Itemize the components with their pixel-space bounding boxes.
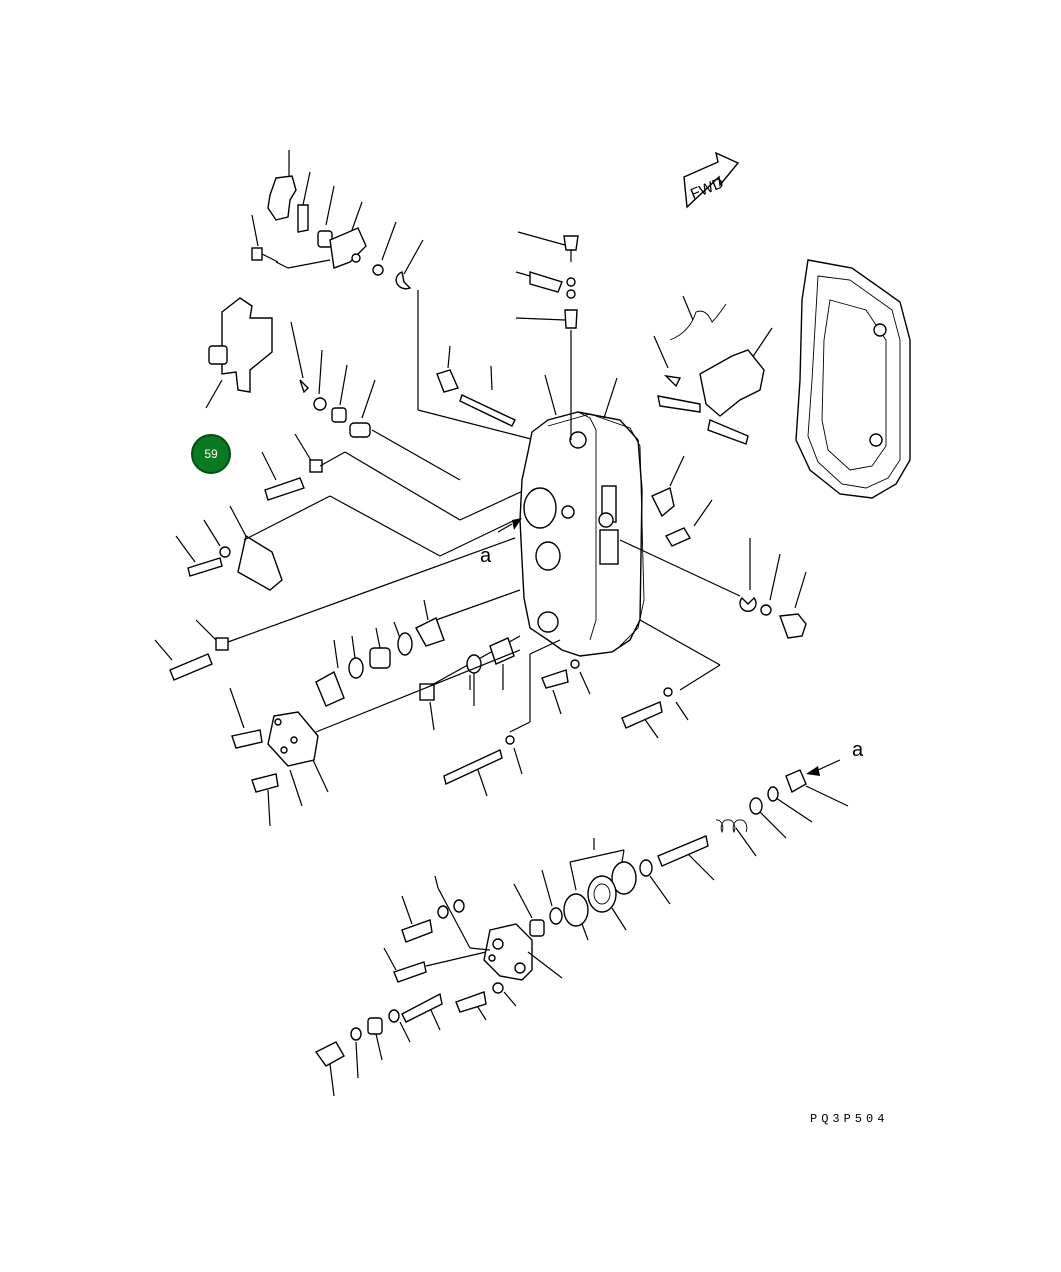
top-bolts-stack: [515, 231, 579, 440]
ref-arrow-left: a: [480, 518, 522, 567]
fwd-arrow-sign: FWD: [683, 151, 740, 209]
diaphragm-group: [513, 838, 637, 941]
right-small-parts: [651, 455, 807, 639]
ref-letter-right: a: [852, 739, 864, 761]
upper-small-parts: [290, 321, 526, 521]
callout-number: 59: [204, 447, 218, 461]
long-bolts: [443, 639, 689, 797]
top-linkage-group: [251, 150, 536, 441]
ref-letter-left: a: [480, 545, 492, 567]
callout-badge-59[interactable]: 59: [191, 434, 231, 474]
studs-left: [154, 451, 516, 681]
middle-cylinder-parts: [315, 589, 521, 731]
lever-bracket: [205, 297, 273, 409]
small-cover-plate: [229, 649, 521, 827]
right-lever-spring: [653, 295, 773, 445]
bottom-pump-body: [314, 875, 563, 1097]
drawing-code: PQ3P504: [810, 1112, 888, 1126]
cover-plate: [795, 259, 911, 499]
ref-arrow-right: a: [639, 739, 864, 905]
main-housing: [436, 345, 741, 691]
